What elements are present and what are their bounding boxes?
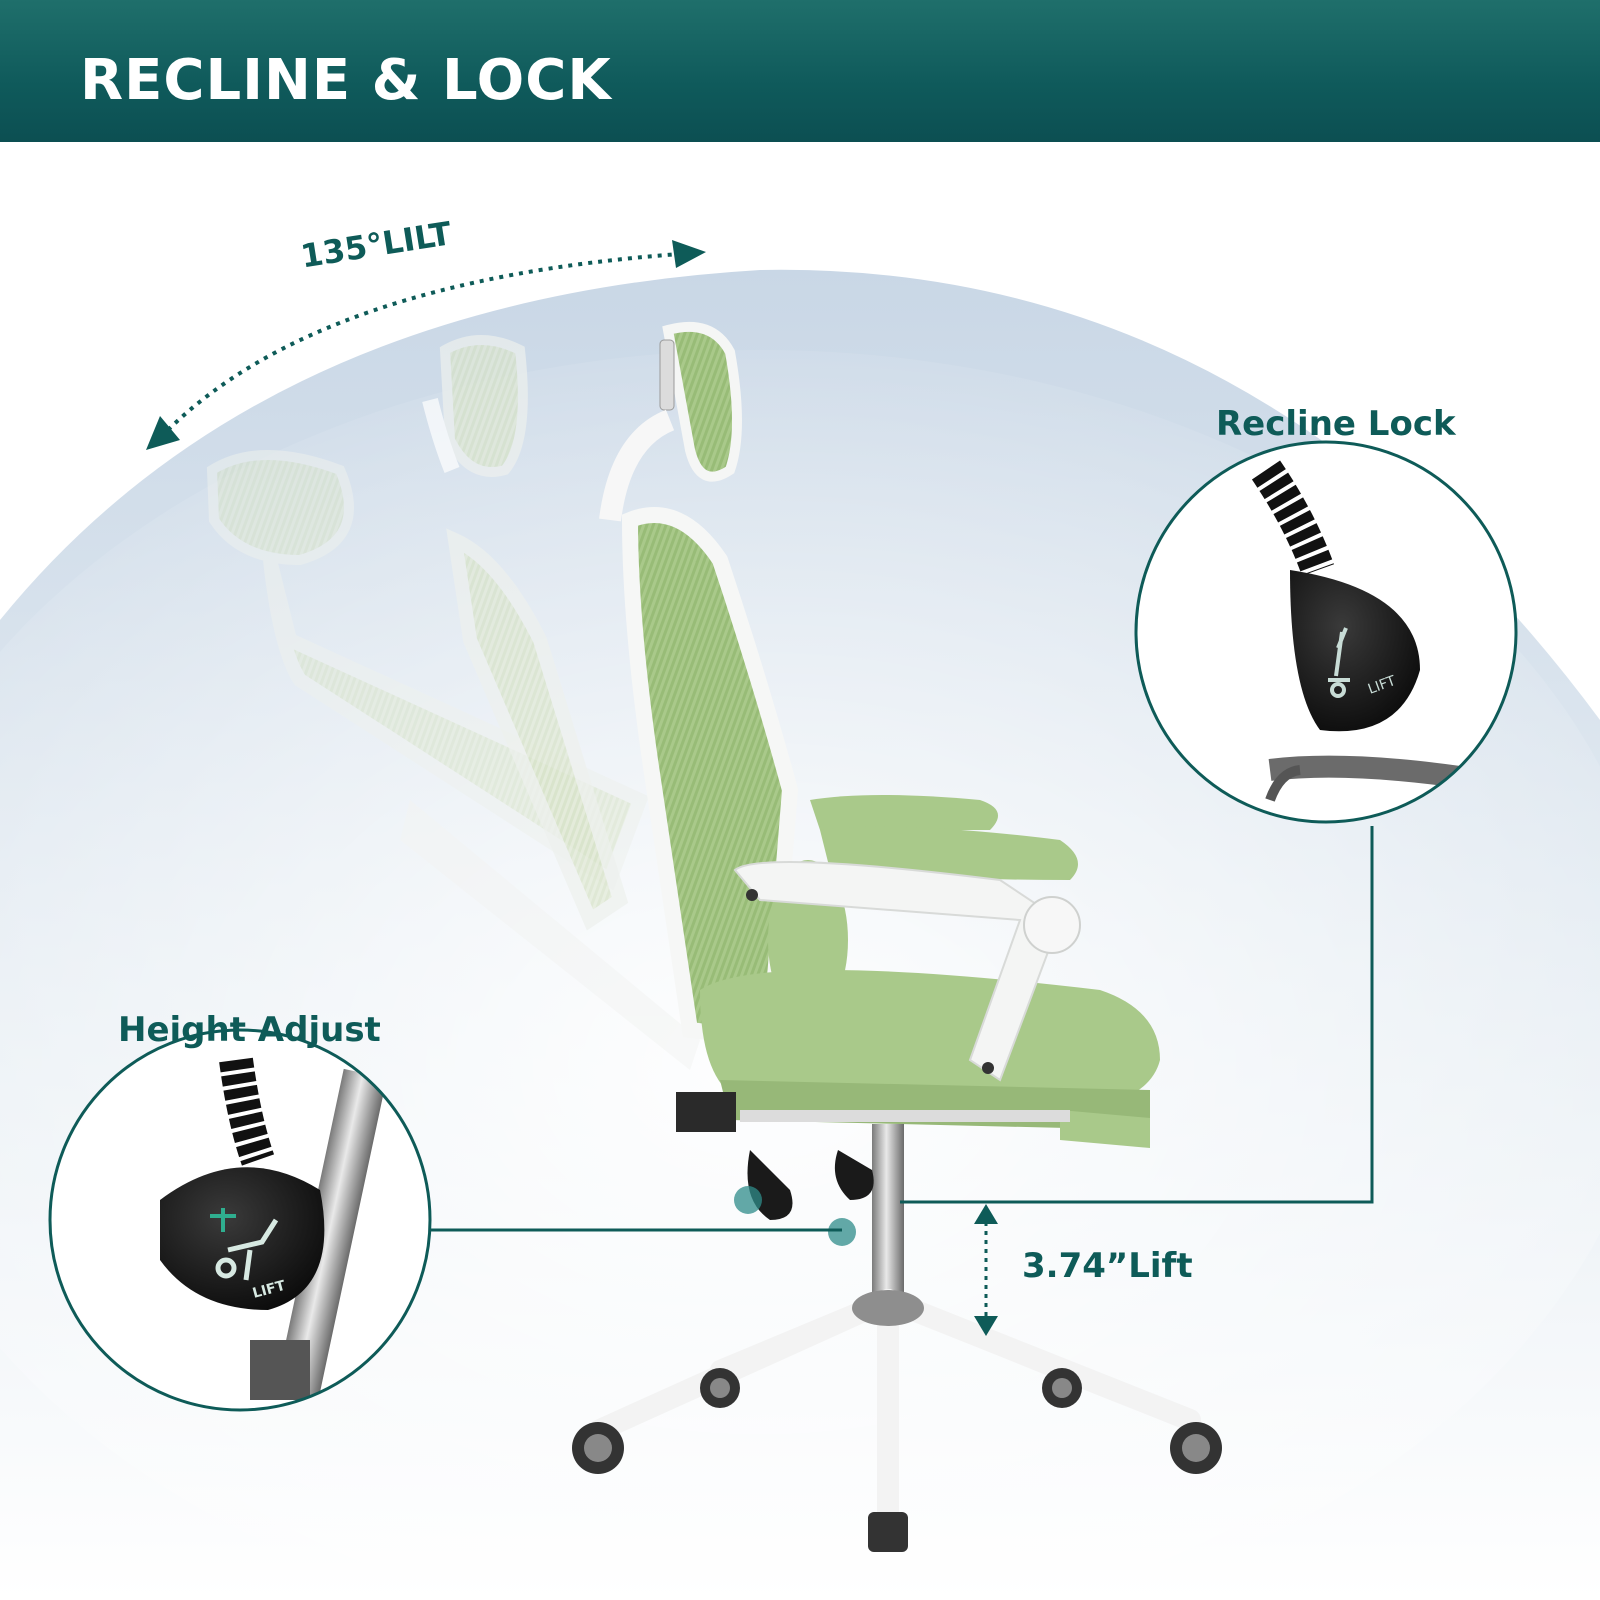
lift-dimension-arrow xyxy=(974,1204,998,1336)
height-adjust-label: Height Adjust xyxy=(118,1010,381,1050)
lift-person-icon xyxy=(215,1218,279,1281)
height-arrow-icon xyxy=(210,1208,236,1232)
lift-person-icon xyxy=(1328,627,1350,698)
chair-ghost-mid xyxy=(422,335,629,931)
tilt-arrow xyxy=(146,240,706,450)
recline-lock-callout: LIFT xyxy=(1134,440,1518,824)
lift-height-label: 3.74”Lift xyxy=(1022,1246,1193,1286)
leader-lines xyxy=(430,826,1374,1232)
chair-base xyxy=(572,1289,1222,1552)
header-banner: RECLINE & LOCK xyxy=(0,0,1600,142)
page-title: RECLINE & LOCK xyxy=(80,48,612,113)
recline-lock-label: Recline Lock xyxy=(1216,404,1456,444)
chair-main xyxy=(572,321,1222,1552)
height-adjust-callout: LIFT xyxy=(48,1028,432,1412)
